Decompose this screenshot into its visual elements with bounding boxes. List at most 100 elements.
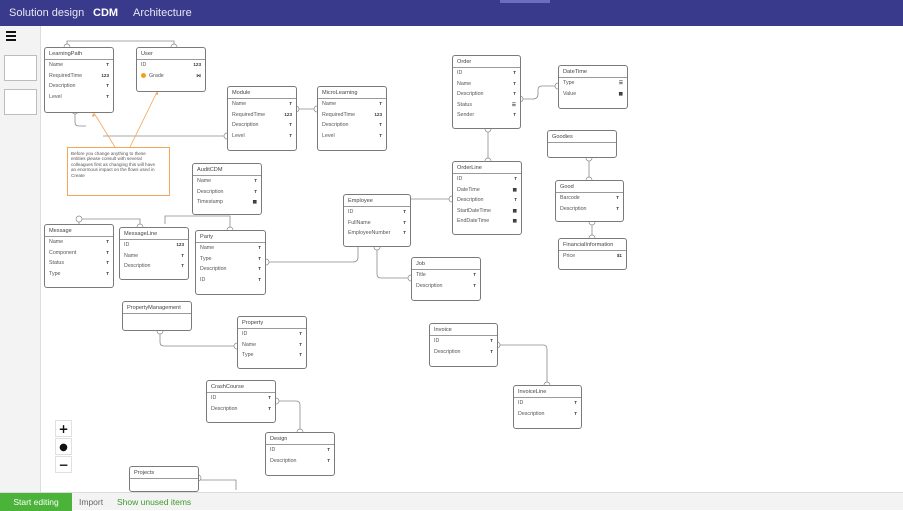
- entity-attribute[interactable]: Type☰: [559, 78, 627, 89]
- attribute-name: Name: [200, 245, 215, 251]
- note-line: an enormous impact on the flows used in: [71, 167, 155, 173]
- bottom-toolbar: Start editing Import Show unused items: [0, 492, 903, 511]
- entity-attribute[interactable]: StartDateTime▦: [453, 206, 521, 217]
- entity-propertymanagement[interactable]: PropertyManagement: [122, 301, 192, 331]
- tab-cdm[interactable]: CDM: [93, 7, 119, 19]
- import-button[interactable]: Import: [79, 497, 104, 507]
- entity-attribute[interactable]: EndDateTime▦: [453, 216, 521, 227]
- attribute-type-icon: T: [106, 239, 109, 244]
- entity-attribute[interactable]: Status☰: [453, 100, 520, 111]
- menu-icon[interactable]: [6, 30, 18, 42]
- attribute-type-icon: T: [616, 195, 619, 200]
- entity-attribute[interactable]: DateTime▦: [453, 185, 521, 196]
- tab-architecture[interactable]: Architecture: [133, 7, 192, 19]
- entity-goodies[interactable]: Goodies: [547, 130, 617, 158]
- page-thumbnail-2[interactable]: [4, 89, 37, 115]
- zoom-reset-button[interactable]: ●: [55, 438, 72, 455]
- entity-attribute[interactable]: Grade⋈: [137, 71, 205, 82]
- entity-projects[interactable]: Projects: [129, 466, 199, 492]
- tab-solution-design[interactable]: Solution design: [9, 7, 85, 19]
- page-thumbnail-1[interactable]: [4, 55, 37, 81]
- attribute-name: ID: [211, 395, 217, 401]
- entity-attribute[interactable]: Timestamp▦: [193, 197, 261, 208]
- zoom-in-button[interactable]: +: [55, 420, 72, 437]
- start-editing-button[interactable]: Start editing: [0, 493, 72, 511]
- entity-attribute[interactable]: Price$1: [559, 251, 626, 262]
- entity-attribute[interactable]: Value▦: [559, 89, 627, 100]
- show-unused-items-button[interactable]: Show unused items: [117, 497, 192, 507]
- zoom-out-button[interactable]: −: [55, 456, 72, 473]
